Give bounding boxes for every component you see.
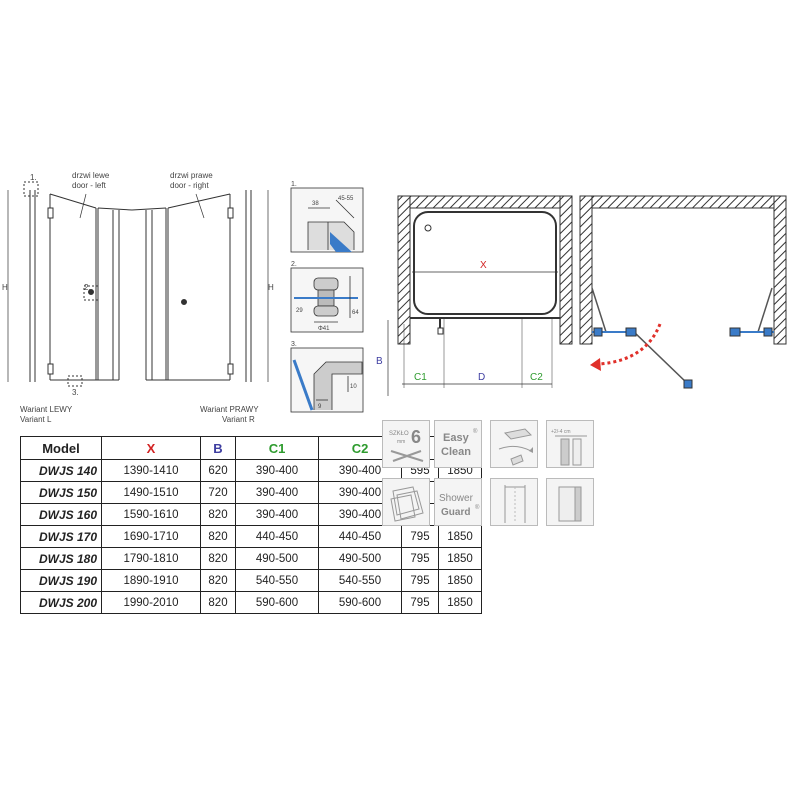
- detail-3-title: 3.: [291, 341, 297, 348]
- value-cell-c1: 390-400: [235, 459, 319, 482]
- value-cell-x: 1890-1910: [101, 569, 201, 592]
- callout-1: 1.: [30, 173, 37, 182]
- value-cell-c1: 540-550: [235, 569, 319, 592]
- value-cell-x: 1990-2010: [101, 591, 201, 614]
- value-cell-h: 1850: [438, 525, 482, 548]
- model-cell: DWJS 140: [20, 459, 102, 482]
- value-cell-d: 795: [401, 591, 439, 614]
- easy-label: Easy: [443, 432, 470, 444]
- header-b: B: [200, 436, 236, 460]
- value-cell-h: 1850: [438, 547, 482, 570]
- variant-left-label-en: Variant L: [20, 415, 52, 424]
- value-cell-h: 1850: [438, 569, 482, 592]
- detail-drawings: 1. 38 45-55 2. 29 Φ41 64 3. 9 10: [290, 181, 364, 413]
- value-cell-c1: 590-600: [235, 591, 319, 614]
- value-cell-c2: 540-550: [318, 569, 402, 592]
- model-cell: DWJS 170: [20, 525, 102, 548]
- value-cell-c1: 490-500: [235, 547, 319, 570]
- h-dimension-right: H: [268, 283, 274, 292]
- model-cell: DWJS 180: [20, 547, 102, 570]
- shower-label: Shower: [439, 493, 474, 504]
- enclosure-icon: [490, 478, 538, 526]
- glass-unit: mm: [397, 439, 405, 445]
- value-cell-b: 820: [200, 591, 236, 614]
- glass-6mm-icon: SZKŁO 6 mm: [382, 420, 430, 468]
- guard-label: Guard: [441, 507, 470, 518]
- right-door-label: drzwi prawe: [170, 171, 213, 180]
- adjust-label: +2/-4 cm: [551, 429, 571, 435]
- variant-right-label-en: Variant R: [222, 415, 255, 424]
- header-model: Model: [20, 436, 102, 460]
- value-cell-c2: 440-450: [318, 525, 402, 548]
- value-cell-x: 1590-1610: [101, 503, 201, 526]
- glass-label: SZKŁO: [389, 431, 409, 437]
- detail-2-dim-c: 64: [352, 310, 359, 316]
- detail-2-dim-a: 29: [296, 308, 303, 314]
- value-cell-c2: 590-600: [318, 591, 402, 614]
- detail-1-title: 1.: [291, 181, 297, 188]
- model-cell: DWJS 150: [20, 481, 102, 504]
- adjustment-icon: +2/-4 cm: [546, 420, 594, 468]
- value-cell-d: 795: [401, 547, 439, 570]
- clean-label: Clean: [441, 446, 471, 458]
- glass-panels-icon: [382, 478, 430, 526]
- model-cell: DWJS 200: [20, 591, 102, 614]
- plan-open-door-view: [579, 195, 787, 389]
- left-door-label: drzwi lewe: [72, 171, 110, 180]
- header-c1: C1: [235, 436, 319, 460]
- easy-reg: ®: [473, 428, 478, 435]
- value-cell-b: 620: [200, 459, 236, 482]
- value-cell-x: 1390-1410: [101, 459, 201, 482]
- value-cell-c2: 490-500: [318, 547, 402, 570]
- detail-1-dim-b: 45-55: [338, 196, 354, 202]
- value-cell-x: 1790-1810: [101, 547, 201, 570]
- callout-2: 2.: [84, 283, 91, 292]
- c2-dimension-label: C2: [530, 372, 543, 383]
- header-x: X: [101, 436, 201, 460]
- b-dimension-label: B: [376, 356, 383, 367]
- h-dimension-left: H: [2, 283, 8, 292]
- value-cell-c1: 440-450: [235, 525, 319, 548]
- plan-view: X B C1 D C2: [376, 195, 573, 396]
- detail-1-dim-a: 38: [312, 201, 319, 207]
- value-cell-b: 820: [200, 503, 236, 526]
- value-cell-c1: 390-400: [235, 481, 319, 504]
- guard-reg: ®: [475, 504, 480, 511]
- value-cell-b: 820: [200, 569, 236, 592]
- detail-2-title: 2.: [291, 261, 297, 268]
- value-cell-b: 820: [200, 547, 236, 570]
- shower-guard-icon: Shower Guard ®: [434, 478, 482, 526]
- glass-number: 6: [411, 427, 421, 447]
- d-dimension-label: D: [478, 372, 485, 383]
- detail-3-dim-b: 10: [350, 384, 357, 390]
- value-cell-b: 720: [200, 481, 236, 504]
- c1-dimension-label: C1: [414, 372, 427, 383]
- model-cell: DWJS 190: [20, 569, 102, 592]
- value-cell-x: 1490-1510: [101, 481, 201, 504]
- value-cell-c1: 390-400: [235, 503, 319, 526]
- model-cell: DWJS 160: [20, 503, 102, 526]
- elevation-drawings: 1. 2. 3. drzwi lewe door - left drzwi pr…: [2, 171, 274, 424]
- variant-left-label: Wariant LEWY: [20, 405, 73, 414]
- value-cell-d: 795: [401, 569, 439, 592]
- variant-right-label: Wariant PRAWY: [200, 405, 259, 414]
- profile-icon: [546, 478, 594, 526]
- value-cell-b: 820: [200, 525, 236, 548]
- x-dimension-label: X: [480, 260, 487, 271]
- easy-clean-icon: Easy ® Clean: [434, 420, 482, 468]
- right-door-label-en: door - right: [170, 181, 209, 190]
- value-cell-x: 1690-1710: [101, 525, 201, 548]
- spec-table: Model X B C1 C2 D H DWJS 1401390-1410620…: [20, 436, 482, 614]
- value-cell-d: 795: [401, 525, 439, 548]
- value-cell-h: 1850: [438, 591, 482, 614]
- left-door-label-en: door - left: [72, 181, 107, 190]
- shower-tray-icon: [490, 420, 538, 468]
- callout-3: 3.: [72, 388, 79, 397]
- detail-2-dim-b: Φ41: [318, 326, 330, 332]
- detail-3-dim-a: 9: [318, 404, 322, 410]
